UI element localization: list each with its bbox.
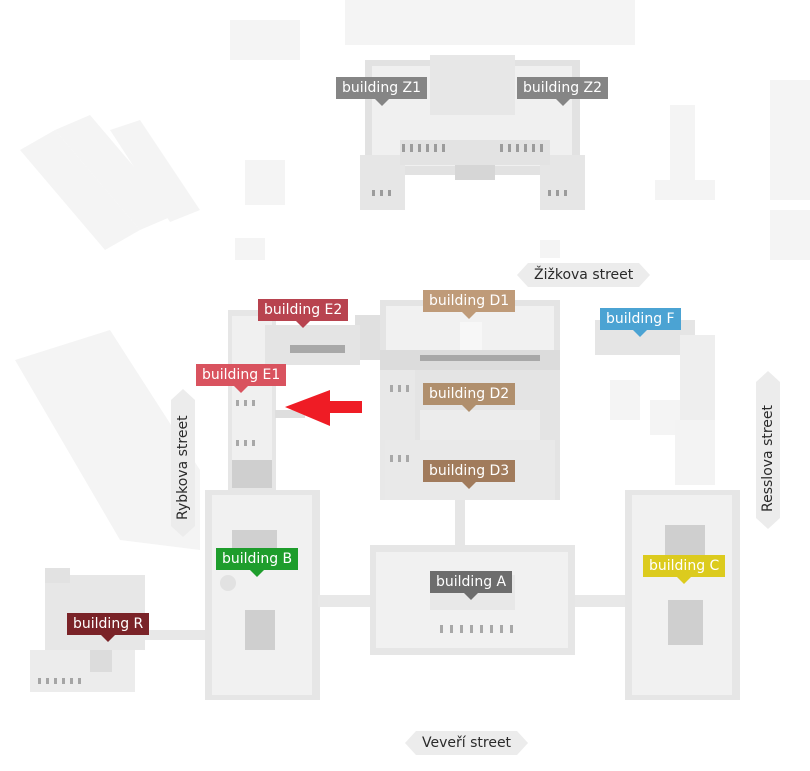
street-label-rybkova: Rybkova street	[171, 400, 195, 526]
building-d3-label[interactable]: building D3	[423, 460, 516, 489]
building-e1-label[interactable]: building E1	[196, 364, 287, 393]
building-d2-label[interactable]: building D2	[423, 383, 516, 412]
building-e2-label[interactable]: building E2	[258, 299, 349, 328]
street-label-zizkova: Žižkova street	[516, 263, 651, 287]
building-d1-label[interactable]: building D1	[423, 290, 516, 319]
building-z1-label[interactable]: building Z1	[336, 77, 428, 106]
building-c-label[interactable]: building C	[643, 555, 726, 584]
building-r-label[interactable]: building R	[67, 613, 150, 642]
street-label-resslova: Resslova street	[756, 382, 780, 518]
building-f-label[interactable]: building F	[600, 308, 681, 337]
building-z2-label[interactable]: building Z2	[517, 77, 609, 106]
building-a-label[interactable]: building A	[430, 571, 513, 600]
building-b-label[interactable]: building B	[216, 548, 299, 577]
red-arrow-icon	[285, 390, 362, 426]
street-label-veveri: Veveří street	[404, 731, 529, 755]
